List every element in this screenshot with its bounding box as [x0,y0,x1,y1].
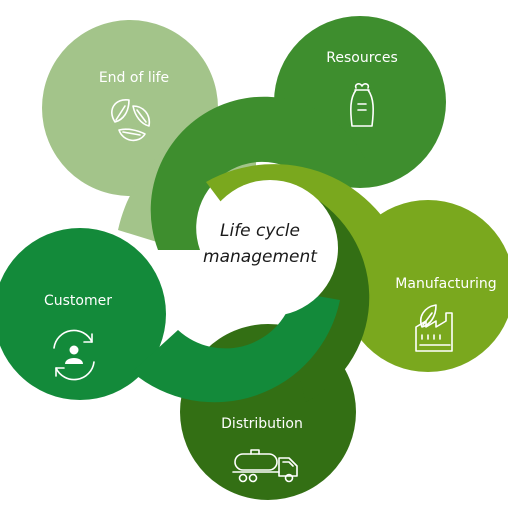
swirl-resources [150,96,370,250]
swirl-customer [132,292,340,403]
factory-leaf-icon [415,304,453,352]
center-circle [202,180,338,316]
customer-cycle-icon [53,329,95,381]
end-of-life-label: End of life [99,70,169,86]
center-title-line1: Life cycle [220,221,300,241]
manufacturing-label: Manufacturing [395,276,496,292]
tanker-truck-icon [232,449,298,483]
recycle-leaf-icon [111,99,151,142]
customer-label: Customer [44,293,112,309]
customer-petal [0,228,166,400]
resources-label: Resources [326,50,398,66]
center-title-line2: management [203,247,318,267]
distribution-label: Distribution [221,416,303,432]
sack-icon [350,83,374,127]
